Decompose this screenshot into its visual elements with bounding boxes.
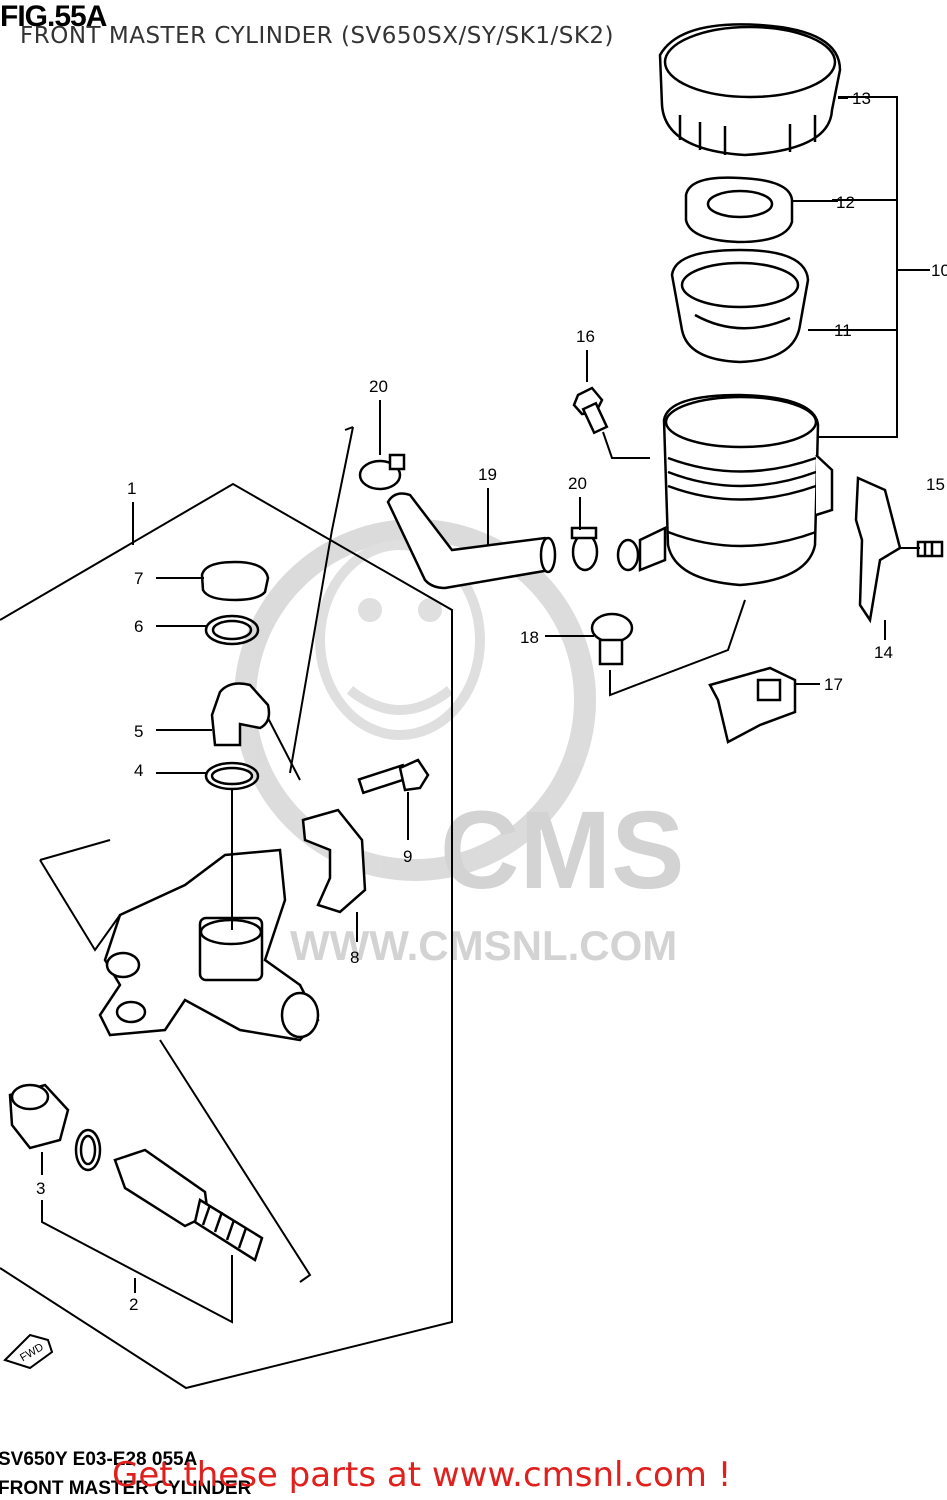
reservoir-hose [386, 492, 557, 590]
callout-14: 14 [874, 643, 893, 662]
hose-clamp-upper [358, 453, 406, 491]
piston-circlip [74, 1128, 102, 1172]
circlip-small [204, 614, 260, 646]
assembly-frame [0, 482, 453, 1390]
callout-9: 9 [403, 847, 412, 866]
leader-lines [39, 96, 930, 1324]
hose-clamp-lower [570, 526, 599, 572]
get-parts-link[interactable]: Get these parts at www.cmsnl.com ! [112, 1455, 732, 1495]
bracket-bolt [590, 612, 634, 666]
diaphragm [670, 248, 810, 364]
callout-3: 3 [36, 1179, 45, 1198]
figure-number: FIG.55A [0, 0, 107, 33]
callout-5: 5 [134, 722, 143, 741]
callout-20-hose-clamp-lower: 20 [568, 474, 587, 493]
callout-15: 15 [926, 475, 945, 494]
callout-numbers: 1 2 3 4 5 6 7 8 9 10 11 12 13 14 15 16 1… [36, 89, 947, 1314]
callout-7: 7 [134, 569, 143, 588]
callout-20-hose-clamp-upper: 20 [369, 377, 388, 396]
callout-13: 13 [852, 89, 871, 108]
diaphragm-plate [684, 176, 794, 244]
piston-boot [8, 1083, 70, 1150]
watermark-brand: CMS [440, 789, 684, 912]
drawing-title: FRONT MASTER CYLINDER [0, 1478, 252, 1499]
holder-bolt [916, 540, 944, 558]
reservoir-bracket [708, 666, 797, 744]
callout-11: 11 [834, 321, 852, 340]
reservoir-cap [658, 23, 842, 157]
o-ring [204, 761, 260, 791]
callout-17: 17 [824, 675, 843, 694]
callout-16: 16 [576, 327, 595, 346]
master-cylinder-body [98, 848, 320, 1042]
callout-1: 1 [127, 479, 136, 498]
fwd-arrow-icon: FWD [3, 1333, 54, 1370]
dust-cap [200, 560, 270, 602]
piston-set [113, 1148, 264, 1262]
callout-19: 19 [478, 465, 497, 484]
watermark-url: WWW.CMSNL.COM [290, 922, 677, 969]
page-title: FRONT MASTER CYLINDER (SV650SX/SY/SK1/SK… [20, 23, 615, 49]
hose-union [210, 682, 271, 747]
callout-10: 10 [931, 261, 947, 280]
reservoir-tank [616, 393, 834, 587]
callout-12: 12 [836, 193, 855, 212]
reservoir-holder [854, 476, 902, 624]
callout-2: 2 [129, 1295, 138, 1314]
reservoir-screw [572, 386, 609, 435]
callout-8: 8 [350, 948, 359, 967]
clamp-bolt [357, 758, 430, 795]
callout-4: 4 [134, 761, 143, 780]
watermark: CMS WWW.CMSNL.COM [234, 519, 684, 969]
callout-18: 18 [520, 628, 539, 647]
callout-6: 6 [134, 617, 143, 636]
handlebar-clamp [301, 808, 367, 914]
drawing-code: SV650Y E03-E28 055A [0, 1449, 198, 1470]
